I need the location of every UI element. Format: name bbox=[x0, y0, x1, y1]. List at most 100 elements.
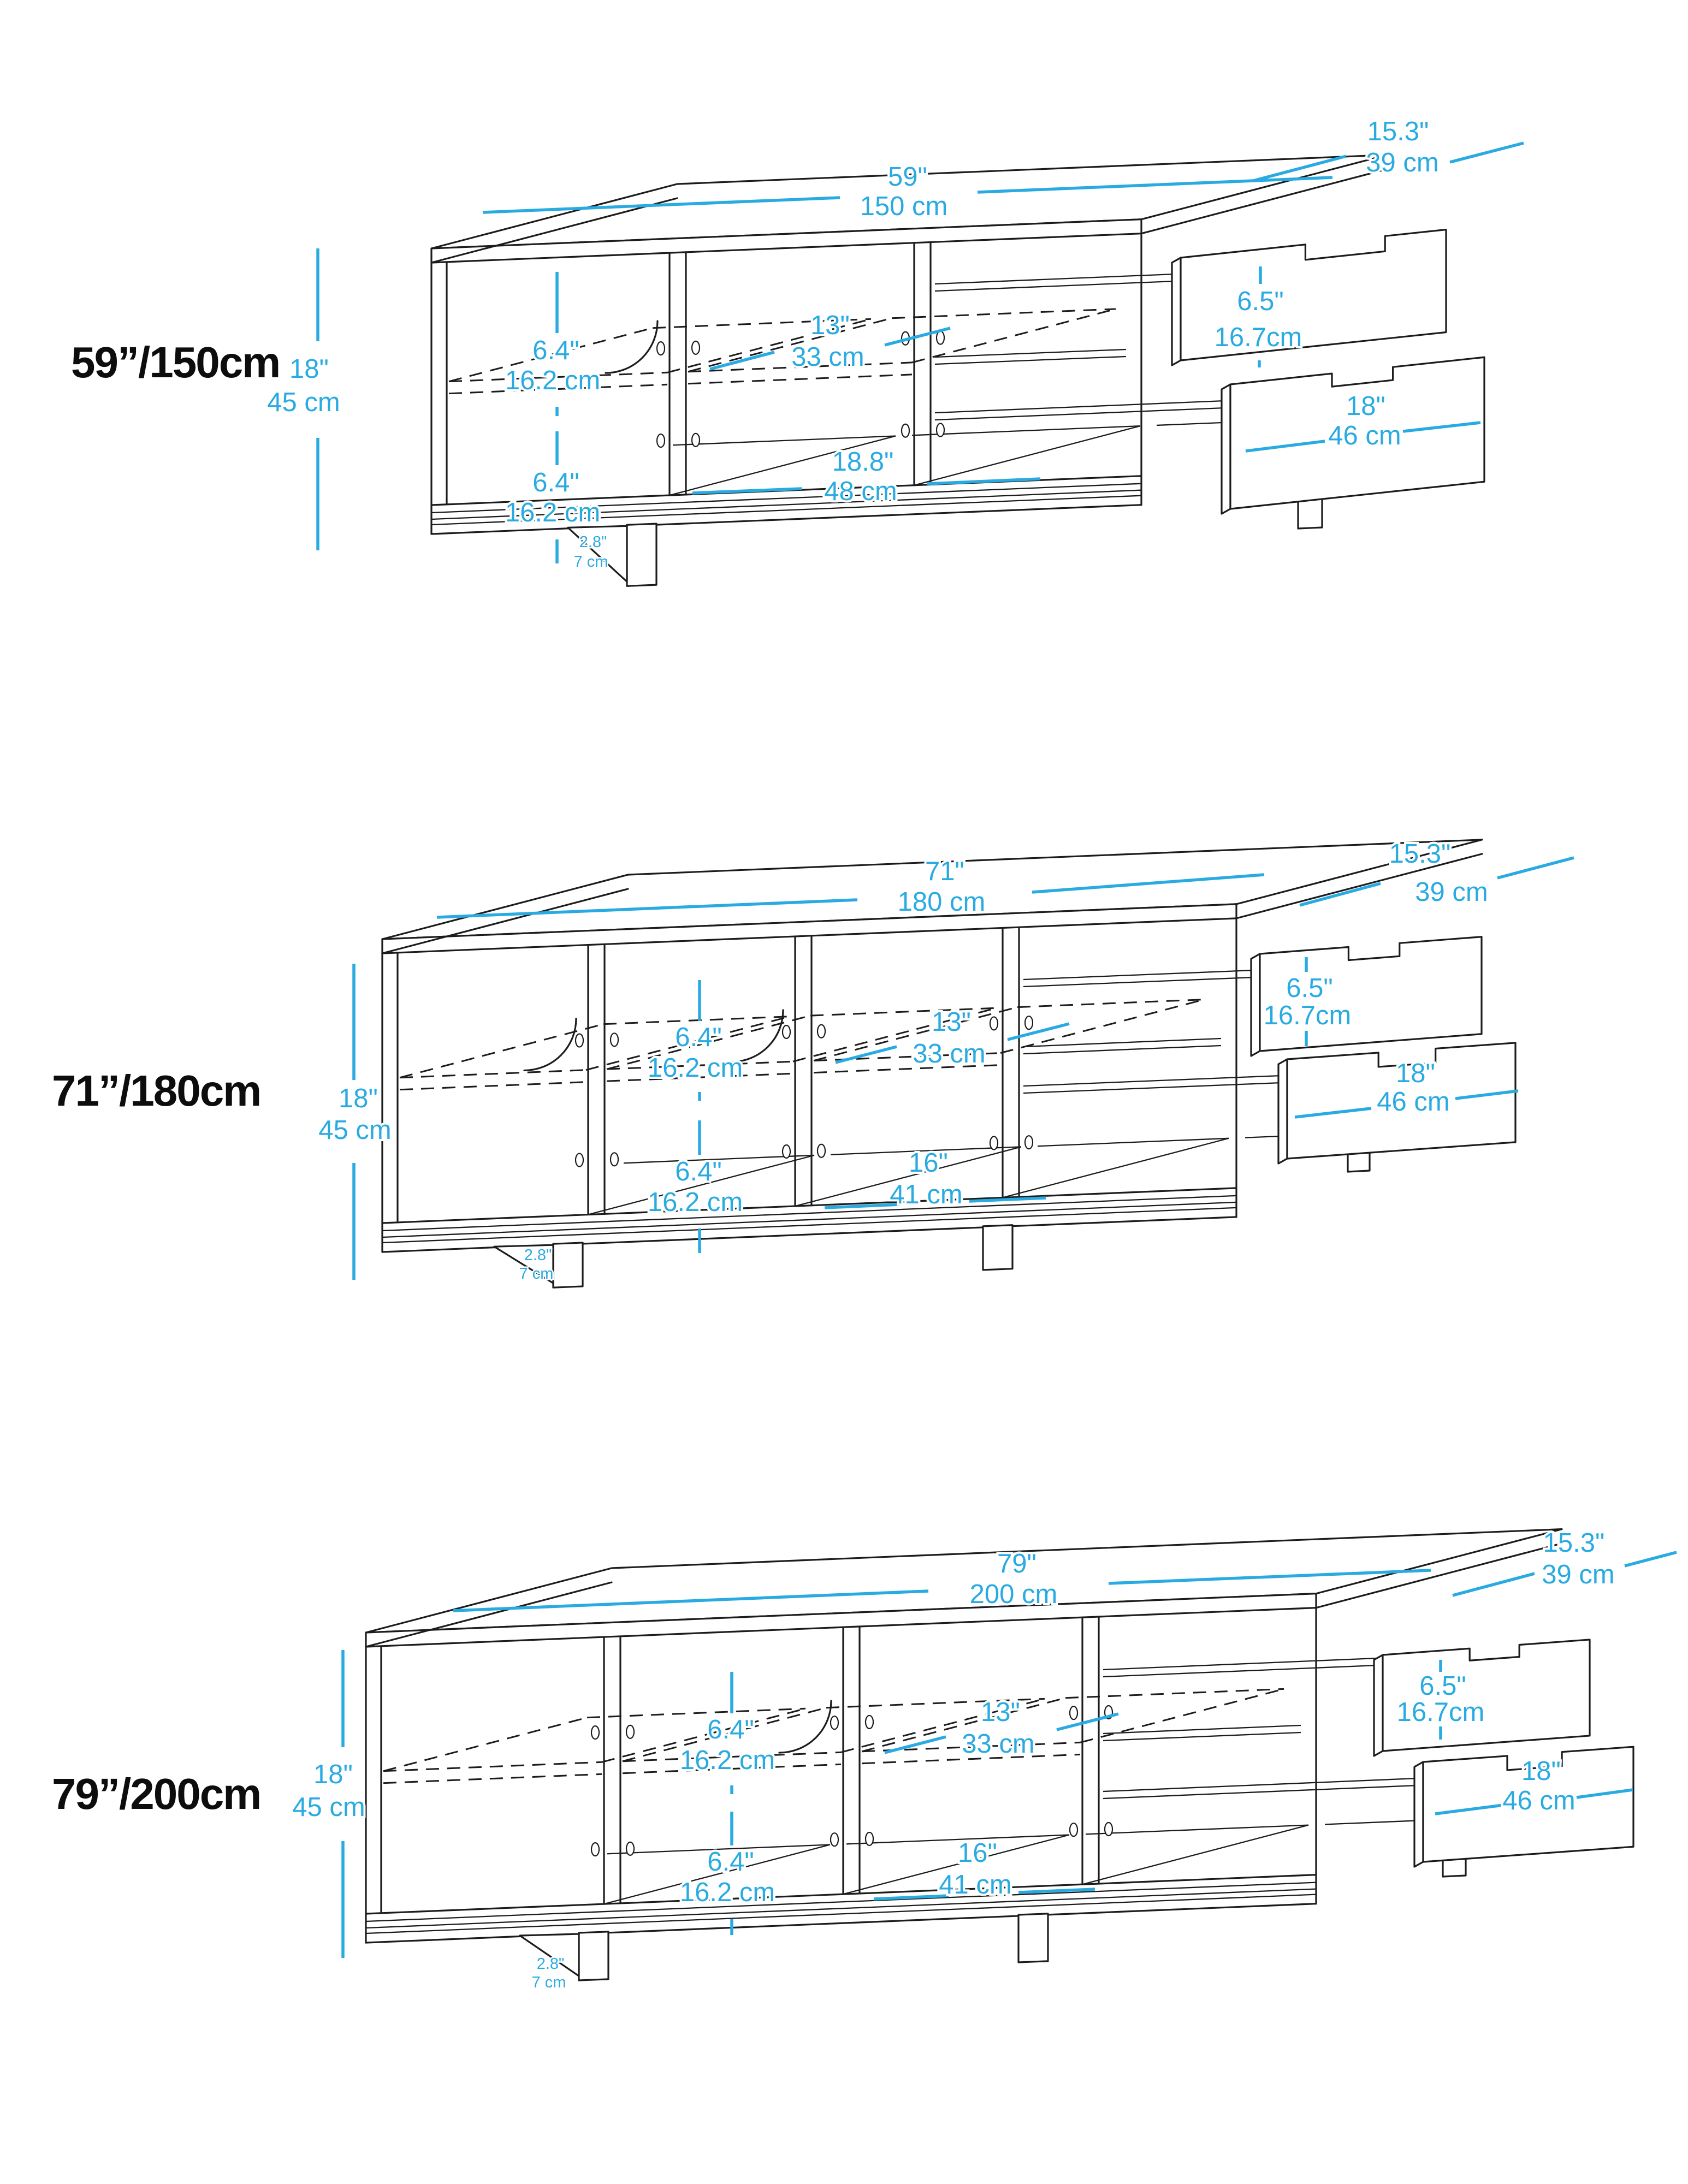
bottom-width-inches-label: 18.8" bbox=[832, 447, 894, 477]
drawer-width-inches-label: 18" bbox=[1396, 1059, 1435, 1088]
shelf-thickness-edge bbox=[622, 1763, 842, 1775]
track-line bbox=[431, 495, 1142, 526]
shelf-side-edge bbox=[601, 1707, 806, 1763]
back-floor-edge bbox=[623, 1154, 815, 1164]
leg-height-cm-label: 7 cm bbox=[574, 553, 608, 571]
right-top-edge bbox=[1315, 1542, 1563, 1609]
shelf-side-edge bbox=[911, 308, 1116, 364]
shelf-pin-hole bbox=[901, 423, 910, 438]
shelf-depth-inches-label: 13" bbox=[810, 311, 850, 340]
shelf-side-edge bbox=[861, 1697, 1066, 1753]
shelf-back-edge bbox=[652, 318, 872, 329]
back-floor-edge bbox=[846, 1834, 1070, 1845]
shelf-depth-inches-label: 13" bbox=[932, 1007, 971, 1037]
shelf-pin-hole bbox=[1069, 1823, 1079, 1837]
shelf-upper-inches-label: 6.4" bbox=[532, 336, 579, 365]
shelf-depth-cm-label: 33 cm bbox=[913, 1039, 985, 1069]
dimensions-71: 71" 180 cm 15.3" 39 cm 18" 45 cm 6.4" 16… bbox=[316, 837, 1574, 1284]
right-top-edge bbox=[1140, 168, 1388, 235]
plinth-bottom-edge bbox=[365, 1903, 1317, 1944]
drawer-height-cm-label: 16.7cm bbox=[1215, 323, 1302, 352]
plinth-bottom-edge bbox=[430, 504, 1142, 535]
leg-brace bbox=[519, 1933, 580, 1977]
shelf-thickness-edge bbox=[399, 1081, 587, 1091]
divider-bottom-edge bbox=[1002, 1137, 1229, 1198]
dimension-line bbox=[1253, 155, 1347, 182]
dimension-line bbox=[1018, 1888, 1095, 1894]
drawer-rail bbox=[934, 273, 1176, 285]
drawer-front bbox=[1422, 1746, 1634, 1863]
shelf-pin-hole bbox=[830, 1832, 839, 1847]
shelf-pin-hole bbox=[781, 1144, 791, 1159]
shelf-pin-hole bbox=[816, 1024, 826, 1038]
drawer-rail bbox=[934, 280, 1176, 292]
leg-height-cm-label: 7 cm bbox=[532, 1974, 566, 1991]
drawer-front bbox=[1382, 1639, 1591, 1752]
depth-cm-label: 39 cm bbox=[1366, 148, 1438, 177]
track-line bbox=[365, 1888, 1317, 1929]
back-floor-edge bbox=[830, 1146, 1022, 1155]
drawer-side-edge bbox=[1250, 953, 1261, 1057]
shelf-pin-hole bbox=[864, 1714, 874, 1730]
tv-stand-drawing-79 bbox=[365, 1528, 1634, 1981]
divider-bottom-edge bbox=[914, 425, 1141, 486]
width-inches-label: 59" bbox=[888, 162, 927, 192]
drawer-rail bbox=[1023, 969, 1255, 981]
shelf-side-edge bbox=[667, 318, 872, 373]
shelf-side-edge bbox=[383, 1717, 588, 1772]
shelf-pin-hole bbox=[864, 1831, 874, 1847]
dimension-line bbox=[969, 1196, 1046, 1203]
width-cm-label: 180 cm bbox=[898, 887, 986, 917]
drawer-height-inches-label: 6.5" bbox=[1237, 287, 1284, 316]
dimension-line bbox=[1455, 1089, 1519, 1100]
shelf-thickness-edge bbox=[688, 373, 913, 385]
size-title-59: 59”/150cm bbox=[71, 338, 281, 387]
dimension-line bbox=[436, 898, 858, 919]
drawer-side-edge bbox=[1373, 1654, 1384, 1757]
dimension-line bbox=[884, 1735, 946, 1754]
dimension-line bbox=[835, 1045, 897, 1064]
drawer-front bbox=[1259, 936, 1483, 1052]
shelf-side-edge bbox=[448, 327, 653, 383]
divider-bottom-edge bbox=[669, 435, 896, 496]
bottom-width-inches-label: 16" bbox=[958, 1838, 997, 1868]
dimension-line bbox=[884, 327, 951, 347]
shelf-front-edge bbox=[606, 1060, 793, 1070]
shelf-lower-cm-label: 16.2 cm bbox=[505, 498, 600, 527]
floor-front-edge bbox=[365, 1874, 1317, 1915]
shelf-pin-hole bbox=[781, 1024, 791, 1040]
shelf-back-edge bbox=[1017, 999, 1205, 1008]
height-inches-label: 18" bbox=[339, 1084, 378, 1113]
dimension-line bbox=[692, 487, 802, 495]
dimension-line bbox=[1108, 1569, 1431, 1585]
shelf-front-edge bbox=[383, 1761, 602, 1772]
height-inches-label: 18" bbox=[313, 1760, 353, 1789]
leg bbox=[626, 523, 658, 587]
shelf-side-edge bbox=[840, 1698, 1045, 1753]
shelf-pin-hole bbox=[590, 1842, 600, 1857]
drawer-side-edge bbox=[1413, 1761, 1424, 1868]
width-inches-label: 71" bbox=[925, 857, 964, 886]
drawer-rail bbox=[1103, 1657, 1378, 1671]
back-floor-edge bbox=[672, 435, 896, 446]
shelf-pin-hole bbox=[656, 341, 666, 356]
shelf-depth-cm-label: 33 cm bbox=[962, 1729, 1034, 1759]
back-floor-edge bbox=[607, 1844, 831, 1855]
height-cm-label: 45 cm bbox=[292, 1793, 365, 1822]
drawer-rail bbox=[1103, 1777, 1418, 1793]
dimension-line bbox=[977, 176, 1333, 194]
shelf-side-edge bbox=[813, 1006, 1018, 1062]
leg bbox=[552, 1242, 584, 1289]
drawer-width-cm-label: 46 cm bbox=[1377, 1087, 1449, 1117]
drawer-width-inches-label: 18" bbox=[1521, 1756, 1561, 1786]
shelf-pin-hole bbox=[1069, 1706, 1079, 1720]
width-cm-label: 150 cm bbox=[860, 192, 948, 221]
shelf-corner-arc bbox=[605, 320, 659, 374]
depth-cm-label: 39 cm bbox=[1542, 1560, 1614, 1589]
dimension-line bbox=[1435, 1803, 1504, 1815]
shelf-front-edge bbox=[399, 1069, 587, 1079]
shelf-side-edge bbox=[1080, 1688, 1284, 1743]
bottom-width-cm-label: 41 cm bbox=[939, 1870, 1011, 1900]
depth-inches-label: 15.3" bbox=[1389, 839, 1451, 869]
